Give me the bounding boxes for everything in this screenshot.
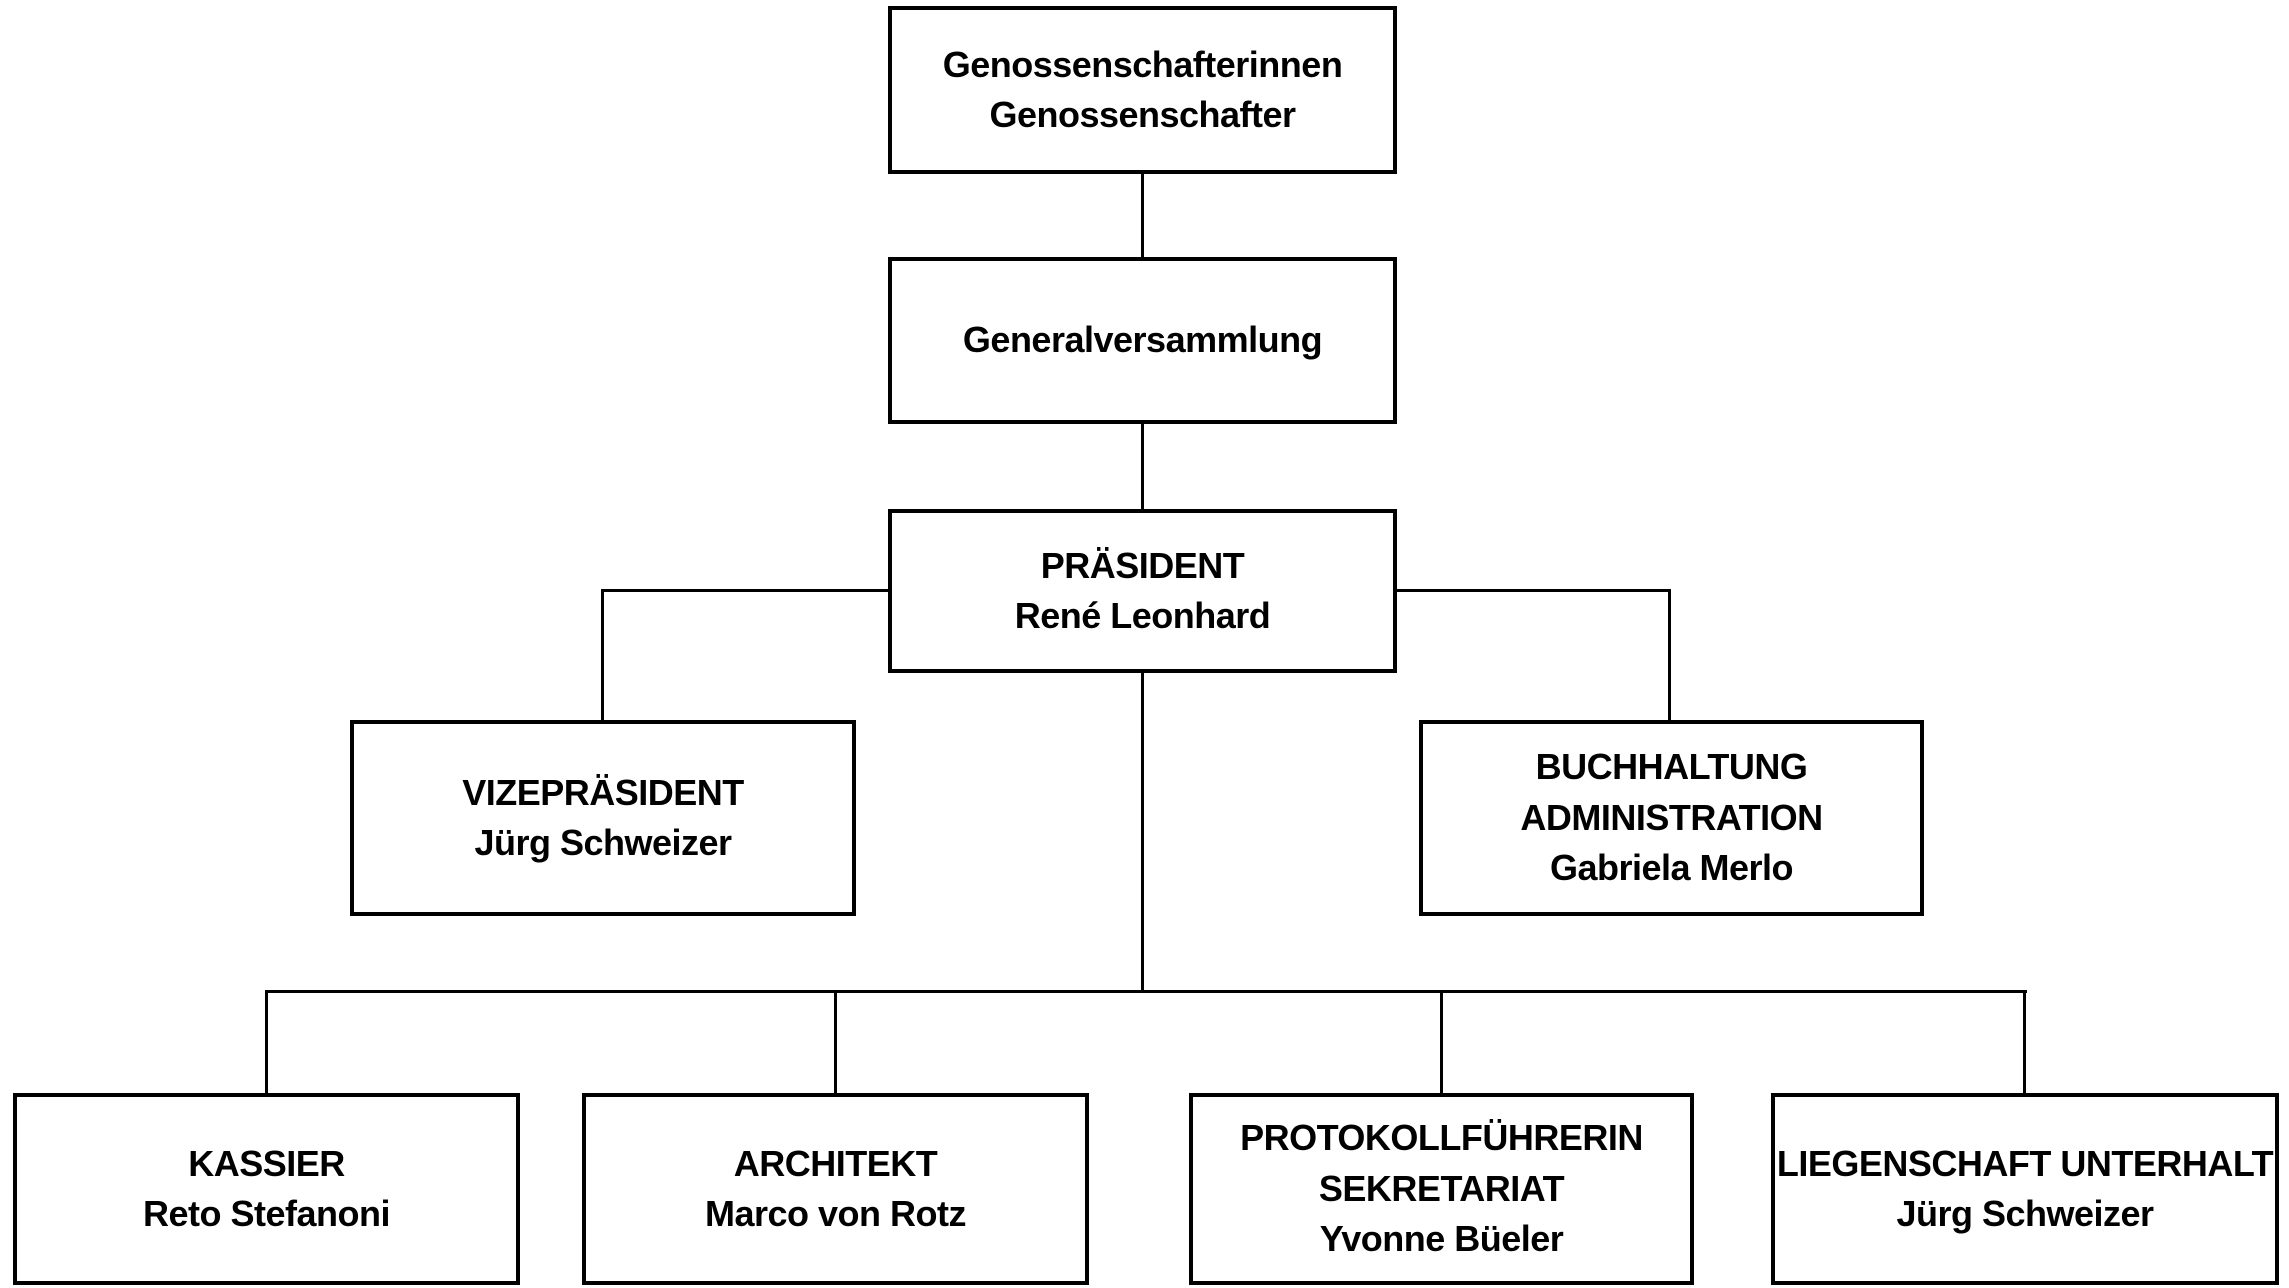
node-label-line: ADMINISTRATION (1520, 796, 1823, 838)
org-node-buchhaltung: BUCHHALTUNG ADMINISTRATION Gabriela Merl… (1419, 720, 1924, 916)
connector-drop-liegenschaft (2023, 990, 2026, 1095)
connector-genossenschafter-generalversammlung (1141, 172, 1144, 259)
connector-praesident-buchhaltung-vertical (1668, 589, 1671, 722)
node-label-line: Marco von Rotz (704, 1193, 967, 1234)
node-label-line: KASSIER (188, 1142, 345, 1184)
connector-praesident-buchhaltung-horizontal (1395, 589, 1671, 592)
node-label-line: Generalversammlung (962, 319, 1323, 361)
org-node-protokollfuehrerin: PROTOKOLLFÜHRERIN SEKRETARIAT Yvonne Büe… (1189, 1093, 1694, 1285)
connector-praesident-vizepraesident-vertical (601, 589, 604, 722)
node-label-line: LIEGENSCHAFT UNTERHALT (1776, 1142, 2274, 1184)
connector-praesident-down (1141, 671, 1144, 993)
node-label-line: VIZEPRÄSIDENT (462, 771, 744, 813)
node-label-line: PRÄSIDENT (1040, 544, 1245, 586)
node-label-line: BUCHHALTUNG (1535, 746, 1808, 788)
org-node-praesident: PRÄSIDENT René Leonhard (888, 509, 1397, 673)
org-node-vizepraesident: VIZEPRÄSIDENT Jürg Schweizer (350, 720, 856, 916)
node-label-line: SEKRETARIAT (1318, 1167, 1565, 1209)
org-node-architekt: ARCHITEKT Marco von Rotz (582, 1093, 1089, 1285)
connector-drop-kassier (265, 990, 268, 1095)
node-label-line: ARCHITEKT (733, 1142, 938, 1184)
connector-praesident-vizepraesident-horizontal (602, 589, 890, 592)
node-label-line: Genossenschafter (989, 94, 1296, 135)
connector-bottom-bus (265, 990, 2027, 993)
node-label-line: Genossenschafterinnen (942, 43, 1343, 85)
node-label-line: PROTOKOLLFÜHRERIN (1240, 1117, 1643, 1159)
org-node-genossenschafter: Genossenschafterinnen Genossenschafter (888, 6, 1397, 174)
connector-generalversammlung-praesident (1141, 422, 1144, 511)
connector-drop-architekt (834, 990, 837, 1095)
node-label-line: Reto Stefanoni (142, 1193, 391, 1234)
node-label-line: Jürg Schweizer (474, 822, 732, 863)
node-label-line: Yvonne Büeler (1319, 1218, 1564, 1260)
org-node-liegenschaft: LIEGENSCHAFT UNTERHALT Jürg Schweizer (1771, 1093, 2279, 1285)
node-label-line: René Leonhard (1014, 595, 1271, 636)
org-node-generalversammlung: Generalversammlung (888, 257, 1397, 424)
connector-drop-protokollfuehrerin (1440, 990, 1443, 1095)
node-label-line: Gabriela Merlo (1549, 847, 1794, 889)
org-node-kassier: KASSIER Reto Stefanoni (13, 1093, 520, 1285)
node-label-line: Jürg Schweizer (1896, 1193, 2154, 1234)
